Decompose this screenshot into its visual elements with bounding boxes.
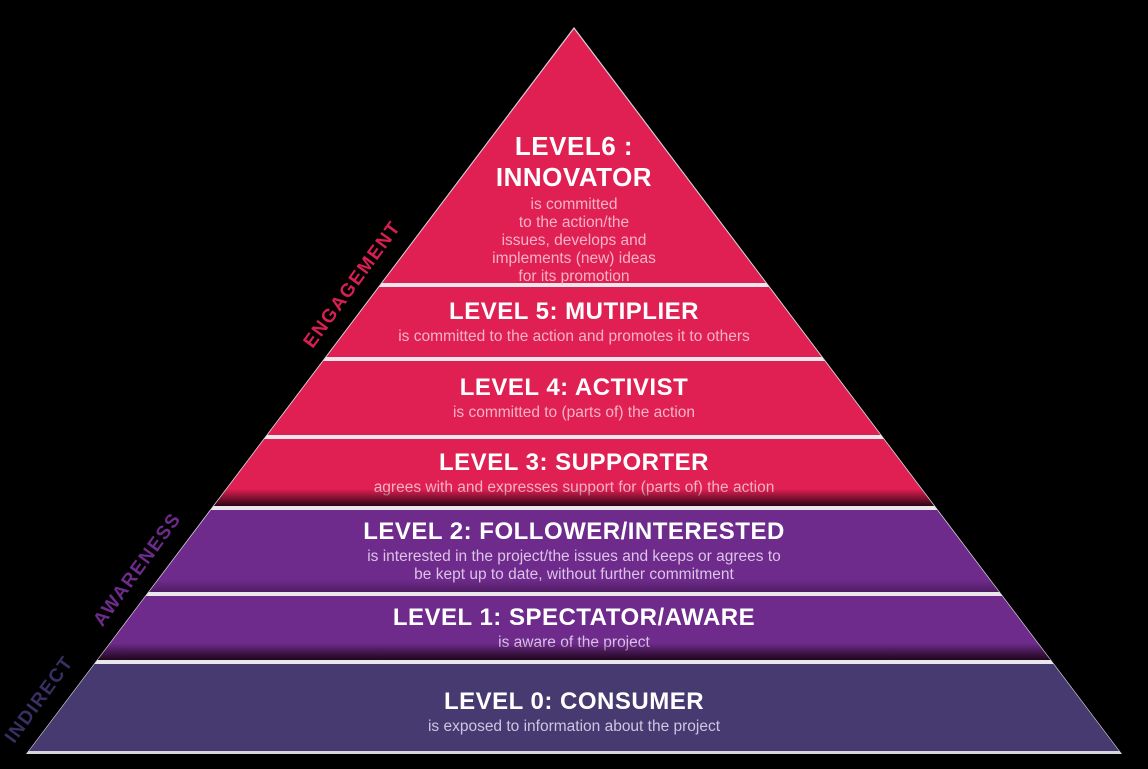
level-0-title: LEVEL 0: CONSUMER [443, 687, 705, 715]
level-1-description: is aware of the project [498, 634, 650, 651]
band-level-2: LEVEL 2: FOLLOWER/INTERESTED is interest… [29, 510, 1119, 592]
band-divider [29, 506, 1119, 510]
level-5-description: is committed to the action and promotes … [398, 328, 750, 345]
level-4-description: is committed to (parts of) the action [452, 404, 696, 421]
band-divider [29, 357, 1119, 361]
band-level-5: LEVEL 5: MUTIPLIER is committed to the a… [29, 287, 1119, 357]
band-divider [29, 283, 1119, 287]
level-2-description: is interested in the project/the issues … [367, 548, 781, 583]
level-6-title: LEVEL6 : INNOVATOR [495, 131, 653, 192]
band-level-4: LEVEL 4: ACTIVIST is committed to (parts… [29, 361, 1119, 435]
level-4-title: LEVEL 4: ACTIVIST [459, 374, 689, 401]
level-1-title: LEVEL 1: SPECTATOR/AWARE [392, 604, 756, 631]
pyramid-outline: LEVEL6 : INNOVATOR is committed to the a… [26, 27, 1122, 754]
level-6-description: is committed to the action/the issues, d… [492, 196, 656, 285]
level-3-title: LEVEL 3: SUPPORTER [439, 448, 709, 476]
band-divider [29, 660, 1119, 664]
level-5-title: LEVEL 5: MUTIPLIER [449, 298, 699, 325]
band-level-6: LEVEL6 : INNOVATOR is committed to the a… [29, 29, 1119, 285]
level-0-description: is exposed to information about the proj… [427, 717, 721, 735]
pyramid: LEVEL6 : INNOVATOR is committed to the a… [29, 29, 1119, 751]
band-divider [29, 592, 1119, 596]
level-3-description: agrees with and expresses support for (p… [373, 478, 775, 496]
band-level-0: LEVEL 0: CONSUMER is exposed to informat… [29, 664, 1119, 751]
level-2-title: LEVEL 2: FOLLOWER/INTERESTED [363, 518, 785, 545]
band-level-1: LEVEL 1: SPECTATOR/AWARE is aware of the… [29, 596, 1119, 660]
band-divider [29, 435, 1119, 439]
